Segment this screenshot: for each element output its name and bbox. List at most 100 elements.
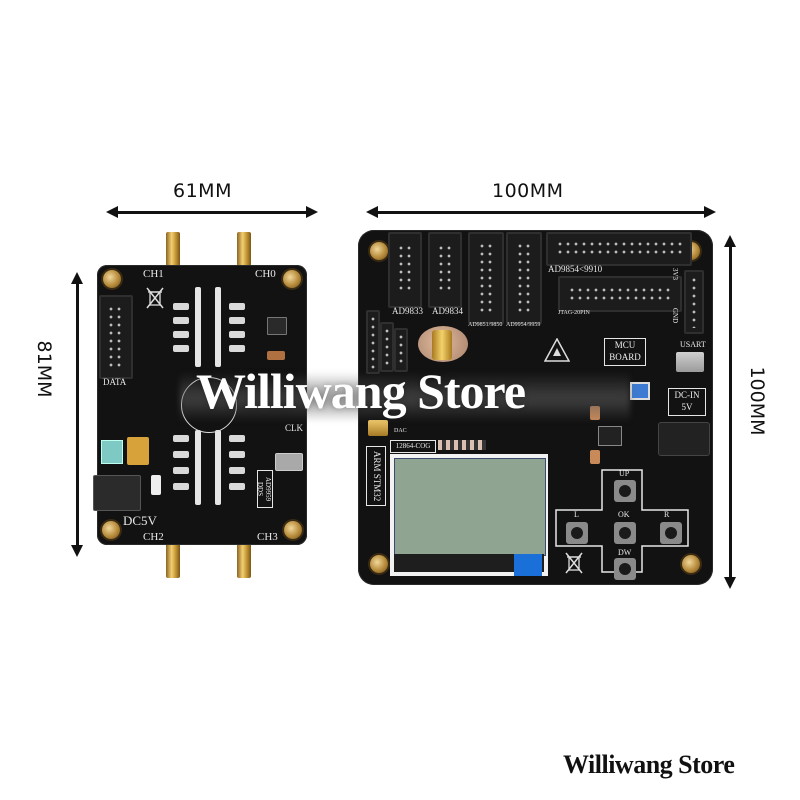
battery-clip [432, 330, 452, 360]
inductor-column [195, 287, 201, 367]
mounting-screw [283, 270, 301, 288]
smd-part [173, 317, 189, 324]
arrow-left-icon [106, 206, 118, 218]
label-ch2: CH2 [143, 531, 164, 543]
smd-part [229, 331, 245, 338]
arm-stm32-label: ARM STM32 [366, 446, 386, 506]
pin-strip [366, 310, 380, 374]
mcu-board-label-line2: BOARD [609, 352, 641, 362]
capacitor [267, 351, 285, 360]
lcd-model-label: 12864-COG [390, 440, 436, 453]
smd-part [173, 483, 189, 490]
lcd-module [390, 454, 548, 576]
smd-part [173, 467, 189, 474]
header-pins [478, 242, 494, 314]
header-ad9854 [546, 232, 692, 266]
button-right[interactable] [660, 522, 682, 544]
lcd-blue-tab [514, 554, 542, 576]
label-ok: OK [618, 510, 630, 519]
label-data: DATA [103, 377, 127, 387]
dim-line [76, 278, 79, 548]
lcd-bottom-bezel [394, 554, 544, 572]
voltage-regulator [598, 426, 622, 446]
sma-connector-ch1 [166, 232, 180, 266]
label-3v3: 3V3 [671, 268, 679, 281]
arrow-left-icon [366, 206, 378, 218]
resistor-array [438, 440, 486, 450]
coin-cell-holder [418, 326, 468, 362]
dc-power-jack [93, 475, 141, 511]
smd-part [229, 467, 245, 474]
button-up[interactable] [614, 480, 636, 502]
chip-label-line2: DDS [256, 481, 264, 496]
mounting-screw [103, 270, 121, 288]
label-dac: DAC [394, 428, 407, 434]
dim-line [729, 240, 732, 580]
label-clk: CLK [285, 423, 303, 433]
header-pins [556, 240, 682, 256]
smd-part [229, 451, 245, 458]
header-ad9834 [428, 232, 462, 308]
dim-label-100mm-vertical: 100MM [746, 366, 768, 436]
inductor-column [215, 430, 221, 505]
header-ad9954 [506, 232, 542, 324]
arrow-down-icon [71, 545, 83, 557]
header-pins [397, 333, 405, 367]
diode [151, 475, 161, 495]
smd-part [173, 435, 189, 442]
crystal-oscillator [275, 453, 303, 471]
weee-recycle-icon [146, 287, 164, 309]
mounting-screw [370, 555, 388, 573]
arrow-up-icon [71, 272, 83, 284]
header-pins [568, 286, 672, 302]
sma-connector-dac [368, 420, 388, 436]
chip-label-ad9959: AD9959 DDS [256, 470, 273, 508]
lcd-display-area [394, 458, 546, 556]
smd-part [173, 451, 189, 458]
header-jtag [558, 276, 682, 312]
button-ok[interactable] [614, 522, 636, 544]
label-gnd: GND [671, 308, 679, 324]
smd-part [173, 331, 189, 338]
capacitor [590, 450, 600, 464]
mini-usb-port [676, 352, 704, 372]
mcu-board-label: MCU BOARD [604, 338, 646, 366]
inductor-column [195, 430, 201, 505]
watermark-shadow-band [180, 372, 630, 422]
header-pins [383, 327, 391, 367]
smd-part [229, 303, 245, 310]
button-down[interactable] [614, 558, 636, 580]
arrow-right-icon [704, 206, 716, 218]
sma-connector-ch3 [237, 540, 251, 578]
smd-part [173, 345, 189, 352]
label-jtag: JTAG-20PIN [558, 310, 590, 316]
header-pins [107, 305, 123, 369]
dim-line [112, 211, 312, 214]
label-ad9854: AD9854<9910 [548, 264, 603, 274]
inductor-column [215, 287, 221, 367]
arrow-right-icon [306, 206, 318, 218]
header-pins [369, 315, 377, 369]
smd-part [173, 303, 189, 310]
smd-part [229, 317, 245, 324]
label-ch3: CH3 [257, 531, 278, 543]
mcu-board-label-line1: MCU [614, 340, 636, 350]
dc-in-label: DC-IN 5V [668, 388, 706, 416]
data-header-connector [99, 295, 133, 379]
mounting-screw [284, 521, 302, 539]
label-ad9851: AD9851/9850 [468, 322, 503, 328]
power-pin-header [684, 270, 704, 334]
arrow-down-icon [724, 577, 736, 589]
regulator-ic [267, 317, 287, 335]
dc-power-jack [658, 422, 710, 456]
dim-label-100mm: 100MM [492, 180, 564, 202]
tantalum-capacitor [127, 437, 149, 465]
header-pins [516, 242, 532, 314]
sma-connector-ch0 [237, 232, 251, 266]
arrow-up-icon [724, 235, 736, 247]
watermark-text: Williwang Store [196, 363, 526, 419]
dim-line [372, 211, 710, 214]
mounting-screw [682, 555, 700, 573]
button-left[interactable] [566, 522, 588, 544]
mounting-screw [102, 521, 120, 539]
